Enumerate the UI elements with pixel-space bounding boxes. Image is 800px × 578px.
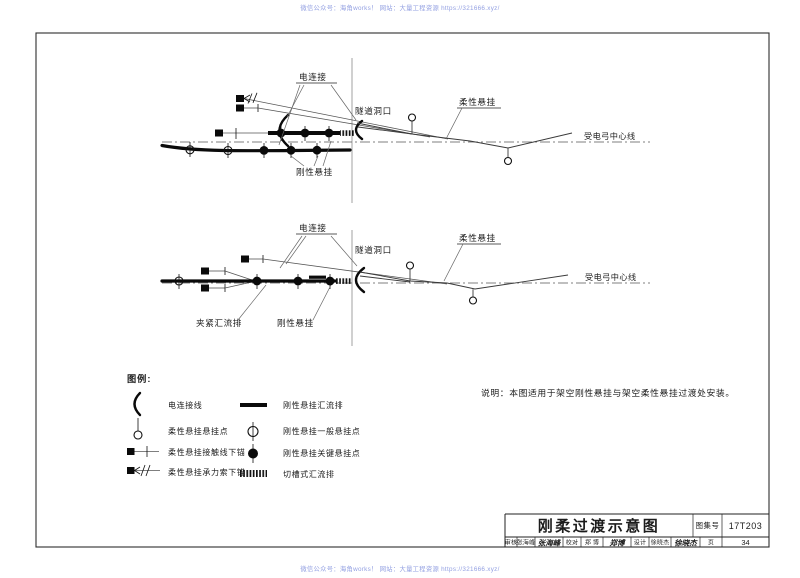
legend-label: 刚性悬挂一般悬挂点 (283, 426, 360, 436)
lower-diagram-labels: 电连接 隧道洞口 柔性悬挂 夹紧汇流排 刚性悬挂 (196, 222, 501, 328)
rigid-key-point (324, 128, 334, 138)
checker-name: 郑 博 (585, 539, 599, 547)
flexible-catenary (359, 261, 569, 305)
clamp-busbar-segment (309, 275, 326, 279)
page-number: 34 (741, 538, 749, 547)
messenger-wire-anchor-symbol (241, 255, 448, 285)
flexible-suspension-label: 柔性悬挂 (459, 96, 496, 107)
contact-wire-anchor-symbol (201, 267, 253, 281)
legend-label: 柔性悬挂接触线下锚 (168, 447, 245, 457)
check-signature: 郑博 (609, 539, 626, 548)
electrical-connection-arc-portal (354, 266, 366, 294)
watermark-top: 微信公众号：海角works！ 网站：大量工程资源 https://321666.… (300, 3, 499, 12)
drawing-border (35, 32, 770, 548)
contact-wire-anchor-symbol (201, 281, 253, 292)
electrical-connection-arc (278, 113, 290, 148)
rigid-key-point (286, 145, 296, 155)
pantograph-centerline-label: 受电弓中心线 (585, 272, 637, 282)
clamp-busbar-label: 夹紧汇流排 (196, 317, 242, 328)
slotted-busbar-segment (340, 130, 354, 136)
tunnel-portal-label: 隧道洞口 (355, 244, 392, 255)
rigid-general-point (185, 145, 195, 155)
legend-title: 图例: (127, 373, 151, 384)
flexible-suspension-point-icon (133, 418, 143, 440)
electrical-connection-label: 电连接 (299, 222, 327, 233)
reviewer-name: 张海峰 (517, 539, 536, 547)
design-signature: 徐晓杰 (674, 539, 698, 548)
review-signature: 张海峰 (538, 539, 562, 548)
page-label: 页 (708, 540, 714, 547)
review-label: 审核 (505, 539, 517, 547)
rigid-general-point (223, 145, 233, 156)
slotted-busbar-icon (239, 470, 267, 477)
slotted-busbar-segment (335, 278, 352, 284)
atlas-no-value: 17T203 (729, 521, 763, 531)
rigid-key-point (252, 276, 262, 286)
title-block: 刚柔过渡示意图 图集号 17T203 审核 张海峰 张海峰 校对 郑 博 郑博 … (504, 513, 769, 548)
rigid-key-point (259, 146, 269, 155)
electrical-connection-line-icon (133, 391, 142, 417)
rigid-busbar-main-run (160, 142, 352, 158)
check-label: 校对 (566, 539, 578, 547)
dropper-ring (405, 261, 415, 270)
rigid-key-point (312, 145, 322, 155)
legend-label: 柔性悬挂承力索下锚 (168, 467, 245, 477)
legend-label: 刚性悬挂汇流排 (283, 400, 343, 410)
watermark-bottom: 微信公众号：海角works！ 网站：大量工程资源 https://321666.… (300, 564, 499, 573)
rigid-suspension-label: 刚性悬挂 (277, 317, 314, 328)
pantograph-centerline-label: 受电弓中心线 (584, 131, 636, 141)
legend-label: 柔性悬挂悬挂点 (168, 426, 228, 436)
dropper-ring (503, 156, 513, 166)
drawing-title: 刚柔过渡示意图 (538, 517, 661, 535)
legend: 图例: 电连接线 柔性悬挂悬挂点 柔性悬挂接触线下锚 柔性悬挂承力索下锚 刚性悬… (127, 373, 360, 479)
messenger-wire-anchor-symbol (236, 92, 449, 140)
designer-name: 徐晓杰 (651, 539, 670, 547)
electrical-connection-label: 电连接 (299, 71, 327, 82)
note-text: 说明：本图适用于架空刚性悬挂与架空柔性悬挂过渡处安装。 (481, 387, 735, 398)
electrical-connection-arc-portal (354, 119, 364, 141)
rigid-key-point-icon (248, 444, 258, 463)
upper-transition-diagram: 受电弓中心线 (160, 58, 650, 203)
dropper-ring (407, 113, 417, 122)
rigid-key-point (300, 128, 310, 138)
legend-label: 刚性悬挂关键悬挂点 (283, 448, 360, 458)
atlas-no-label: 图集号 (696, 521, 720, 530)
flexible-catenary (356, 113, 573, 166)
lower-transition-diagram: 受电弓中心线 (160, 222, 650, 346)
flexible-suspension-label: 柔性悬挂 (459, 232, 496, 243)
tunnel-portal-label: 隧道洞口 (355, 105, 392, 116)
flexible-messenger-wire-anchor-icon (127, 464, 160, 477)
legend-label: 切槽式汇流排 (283, 469, 335, 479)
rigid-suspension-label: 刚性悬挂 (296, 166, 333, 177)
rigid-key-point (325, 276, 335, 286)
legend-label: 电连接线 (168, 400, 202, 410)
flexible-contact-wire-anchor-icon (127, 446, 159, 457)
rigid-general-point-icon (247, 422, 259, 441)
design-label: 设计 (634, 539, 646, 547)
rigid-key-point (293, 276, 303, 286)
rigid-busbar-main-run (160, 274, 352, 289)
dropper-ring (468, 296, 478, 305)
rigid-general-point (174, 276, 184, 286)
upper-diagram-labels: 电连接 隧道洞口 柔性悬挂 刚性悬挂 (278, 71, 501, 177)
